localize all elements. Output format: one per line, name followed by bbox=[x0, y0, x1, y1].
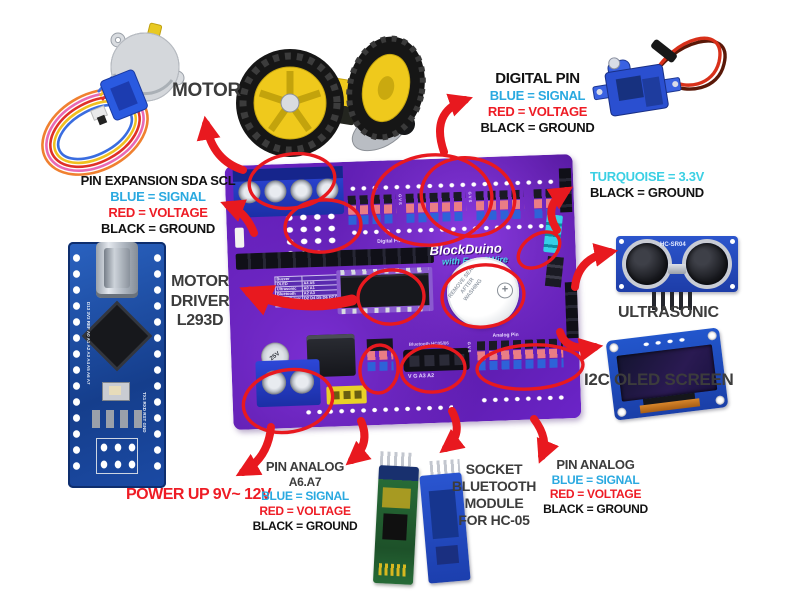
pin-analog-a6a7-label: PIN ANALOG A6.A7 BLUE = SIGNAL RED = VOL… bbox=[252, 459, 358, 533]
digital-pin-bank-3 bbox=[475, 189, 525, 221]
turquoise-line: TURQUOISE = 3.3V bbox=[590, 169, 705, 184]
power-up-label: POWER UP 9V~ 12V bbox=[126, 486, 272, 503]
bluetooth-silk: Bluetooth HC05/06 bbox=[408, 340, 449, 347]
bottom-holes-left bbox=[302, 402, 454, 418]
oled-pins bbox=[639, 335, 689, 350]
pin-expansion-title: PIN EXPANSION SDA SCL bbox=[80, 173, 236, 188]
ultrasonic-transducer-left bbox=[626, 243, 668, 285]
digital-pin-bank-2 bbox=[405, 191, 467, 223]
ultrasonic-transducer-right bbox=[686, 243, 728, 285]
analog-pin-silk: Analog Pin bbox=[492, 331, 519, 339]
arduino-nano-photo: D13 3V3 REF A0 A1 A2 A3 A4 A5 A6 A7 TX1 … bbox=[68, 242, 166, 488]
wheel-left bbox=[236, 49, 344, 157]
ultrasonic-pins bbox=[652, 292, 696, 310]
nano-silk-right: TX1 RXD RST GND bbox=[142, 392, 147, 433]
servo-connector bbox=[651, 39, 677, 63]
buzzer: + REMOVE SEAL AFTER WASHING bbox=[445, 255, 521, 329]
nano-silk-left: D13 3V3 REF A0 A1 A2 A3 A4 A5 A6 A7 bbox=[86, 302, 91, 385]
buzzer-seal-text: REMOVE SEAL AFTER WASHING bbox=[447, 264, 484, 303]
turquoise-pins bbox=[543, 213, 563, 254]
female-header-long bbox=[235, 246, 435, 270]
ultrasonic-sensor-photo: HC-SR04 bbox=[616, 236, 738, 292]
stepper-motor-photo bbox=[41, 22, 185, 176]
gvs-silk-2: G V S bbox=[467, 191, 473, 203]
nano-reset-button bbox=[102, 382, 130, 401]
bluetooth-socket-pins-silk: V G A3 A2 bbox=[407, 372, 435, 380]
digital-pin-black: BLACK = GROUND bbox=[480, 120, 595, 136]
yellow-connector bbox=[326, 385, 367, 405]
pin-expansion-label: PIN EXPANSION SDA SCL BLUE = SIGNAL RED … bbox=[78, 173, 238, 236]
nano-pin-holes-left bbox=[69, 250, 84, 474]
motor-label: MOTOR bbox=[172, 80, 241, 101]
edge-header-top bbox=[558, 168, 573, 213]
digital-pin-silk: Digital Pin bbox=[377, 238, 402, 245]
black-ground-pins bbox=[544, 255, 564, 288]
arrow-to-pin-analog bbox=[530, 415, 560, 464]
power-terminal bbox=[255, 358, 321, 408]
bottom-holes-right bbox=[478, 392, 565, 406]
pin-expansion-black: BLACK = GROUND bbox=[101, 220, 215, 236]
a6a7-pins bbox=[367, 350, 394, 372]
edge-header-bottom bbox=[564, 281, 579, 339]
servo-motor-photo bbox=[592, 36, 727, 117]
robot-wheels-photo bbox=[236, 35, 426, 157]
nano-pin-holes-right bbox=[150, 250, 165, 474]
digital-pin-red: RED = VOLTAGE bbox=[487, 104, 588, 120]
pin-analog-label: PIN ANALOG BLUE = SIGNAL RED = VOLTAGE B… bbox=[543, 457, 648, 517]
analog-pin-bank bbox=[476, 338, 564, 371]
motor-driver-label: MOTOR DRIVER L293D bbox=[170, 273, 230, 330]
turquoise-label: TURQUOISE = 3.3V BLACK = GROUND bbox=[590, 169, 704, 201]
pin-expansion-blue: BLUE = SIGNAL bbox=[110, 188, 206, 204]
wheel-right bbox=[346, 35, 426, 141]
bt-module-green bbox=[372, 465, 420, 585]
nano-mcu-chip bbox=[85, 304, 149, 368]
ultrasonic-crystal bbox=[668, 264, 686, 274]
gvs-silk-3: G V S bbox=[466, 341, 473, 353]
servo-body bbox=[592, 57, 682, 117]
digital-pin-title: DIGITAL PIN bbox=[495, 70, 580, 87]
digital-pin-blue: BLUE = SIGNAL bbox=[489, 88, 586, 104]
i2c-oled-label: I2C OLED SCREEN bbox=[584, 370, 734, 389]
blockduino-board: G V S G V S Digital Pin BlockDuino with … bbox=[224, 154, 582, 430]
ic-socket bbox=[336, 266, 434, 315]
ultrasonic-silk: HC-SR04 bbox=[660, 242, 686, 248]
bluetooth-socket bbox=[403, 347, 470, 373]
ultrasonic-label: ULTRASONIC bbox=[618, 304, 719, 321]
gvs-silk-1: G V S bbox=[397, 193, 403, 205]
arrow-to-ultrasonic bbox=[571, 243, 619, 291]
digital-pin-bank-1 bbox=[347, 194, 397, 225]
socket-bluetooth-label: SOCKET BLUETOOTH MODULE FOR HC-05 bbox=[451, 461, 537, 529]
digital-pin-label: DIGITAL PIN BLUE = SIGNAL RED = VOLTAGE … bbox=[460, 70, 615, 136]
arrow-to-pin-analog-a6a7 bbox=[345, 417, 372, 466]
a6a7-header bbox=[366, 338, 394, 352]
pin-expansion-red: RED = VOLTAGE bbox=[108, 204, 208, 220]
turquoise-ground-line: BLACK = GROUND bbox=[590, 184, 704, 200]
